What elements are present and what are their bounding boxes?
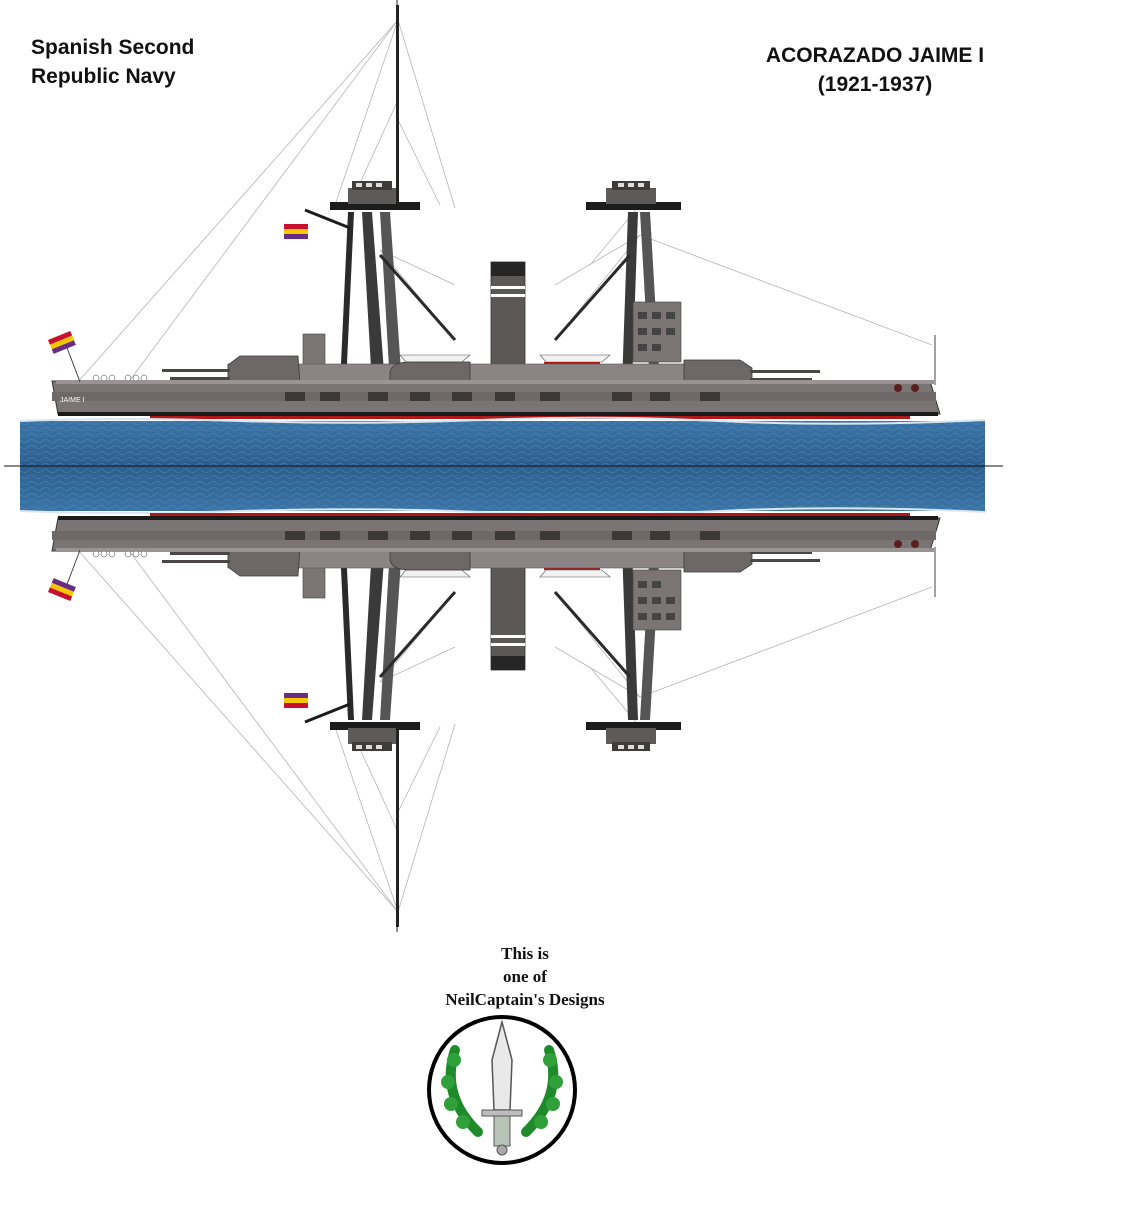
ship-name: ACORAZADO JAIME I [765,44,985,67]
designer-credit: This is one of NeilCaptain's Designs [400,942,650,1011]
service-years: (1921-1937) [817,73,933,96]
ship-reflection [48,511,942,934]
navy-label: Spanish Second Republic Navy [31,33,194,91]
stern-flag-icon [48,331,76,354]
credit-line2: one of [503,967,547,986]
dagger-wreath-emblem-icon [427,1015,577,1165]
navy-label-line2: Republic Navy [31,65,176,88]
hull-name-plate: JAIME I [60,397,85,404]
spanish-republic-flag-icon [284,224,308,239]
ship-title: ACORAZADO JAIME I (1921-1937) [742,41,1008,99]
navy-label-line1: Spanish Second [31,36,195,59]
credit-line3: NeilCaptain's Designs [445,990,605,1009]
credit-line1: This is [501,944,549,963]
